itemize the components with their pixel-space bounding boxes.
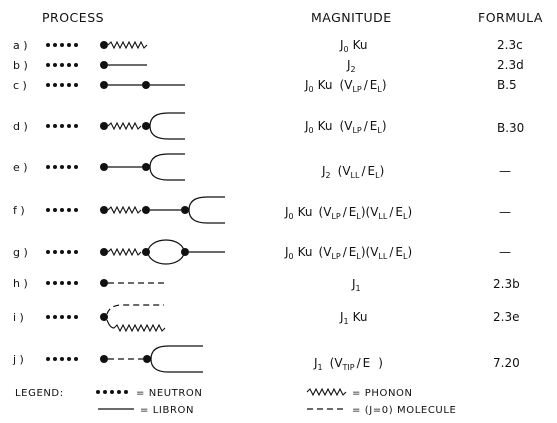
vertex [143, 355, 151, 363]
neutron-dots [46, 83, 78, 87]
process-b-diagram [46, 61, 147, 69]
process-h-diagram [46, 279, 165, 287]
neutron-dots [46, 315, 78, 319]
phonon-line [106, 319, 166, 333]
process-g-diagram [46, 239, 225, 265]
formula-a: 2.3c [497, 38, 523, 52]
formula-c: B.5 [497, 78, 517, 92]
neutron-dots [46, 208, 78, 212]
vertex [100, 163, 108, 171]
process-d-diagram [46, 112, 185, 140]
vertex [181, 206, 189, 214]
vertex [100, 206, 108, 214]
row-label-i: i ) [13, 311, 24, 324]
formula-d: B.30 [497, 121, 524, 135]
process-f-diagram [46, 196, 225, 224]
neutron-dots [46, 43, 78, 47]
process-j-diagram [46, 345, 203, 373]
formula-e: — [499, 164, 511, 178]
libron-fork [149, 153, 185, 181]
formula-i: 2.3e [493, 310, 519, 324]
process-e-diagram [46, 153, 185, 181]
libron-loop [147, 239, 185, 265]
legend-title: LEGEND: [15, 388, 64, 399]
phonon-line [107, 247, 142, 257]
vertex [142, 163, 150, 171]
row-label-a: a ) [13, 39, 28, 52]
legend-molecule: = (J=0) MOLECULE [352, 405, 456, 416]
libron-fork [150, 345, 203, 373]
vertex [100, 41, 108, 49]
formula-f: — [499, 205, 511, 219]
vertex [100, 355, 108, 363]
legend-neutron: = NEUTRON [136, 388, 202, 399]
process-c-diagram [46, 81, 185, 89]
vertex [100, 248, 108, 256]
vertex [100, 81, 108, 89]
header-magnitude: MAGNITUDE [311, 10, 392, 25]
header-formula: FORMULA [478, 10, 543, 25]
phonon-line [107, 121, 142, 131]
magnitude-b: J2 [346, 58, 356, 74]
phonon-legend-line [306, 387, 347, 397]
molecule-line [106, 304, 164, 315]
vertex [181, 248, 189, 256]
row-label-e: e ) [13, 161, 28, 174]
formula-h: 2.3b [493, 277, 520, 291]
phonon-line [107, 205, 142, 215]
magnitude-e: J2(VLL/EL) [321, 164, 384, 180]
header-process: PROCESS [42, 10, 104, 25]
vertex [100, 279, 108, 287]
neutron-dots [46, 165, 78, 169]
process-i-diagram [46, 304, 166, 333]
phonon-line [107, 40, 148, 50]
legend-phonon: = PHONON [352, 388, 413, 399]
magnitude-h: J1 [351, 277, 361, 293]
neutron-dots [46, 124, 78, 128]
neutron-dots [46, 281, 78, 285]
vertex [142, 206, 150, 214]
magnitude-j: J1(VTIP/E) [313, 356, 383, 372]
row-label-f: f ) [13, 204, 25, 217]
libron-fork [149, 112, 185, 140]
legend: LEGEND: = NEUTRON = LIBRON = PHONON = (J… [15, 387, 456, 416]
formula-g: — [499, 245, 511, 259]
neutron-dots [46, 63, 78, 67]
process-a-diagram [46, 40, 148, 50]
vertex [100, 122, 108, 130]
neutron-legend-dots [96, 390, 128, 394]
neutron-dots [46, 250, 78, 254]
row-label-g: g ) [13, 246, 28, 259]
vertex [100, 61, 108, 69]
row-label-d: d ) [13, 120, 28, 133]
formula-b: 2.3d [497, 58, 524, 72]
neutron-dots [46, 357, 78, 361]
row-label-j: j ) [12, 353, 24, 366]
vertex [100, 313, 108, 321]
formula-j: 7.20 [493, 356, 520, 370]
libron-fork [188, 196, 225, 224]
row-label-c: c ) [13, 79, 27, 92]
row-label-h: h ) [13, 277, 28, 290]
vertex [142, 122, 150, 130]
vertex [142, 81, 150, 89]
legend-libron: = LIBRON [140, 405, 194, 416]
row-label-b: b ) [13, 59, 28, 72]
